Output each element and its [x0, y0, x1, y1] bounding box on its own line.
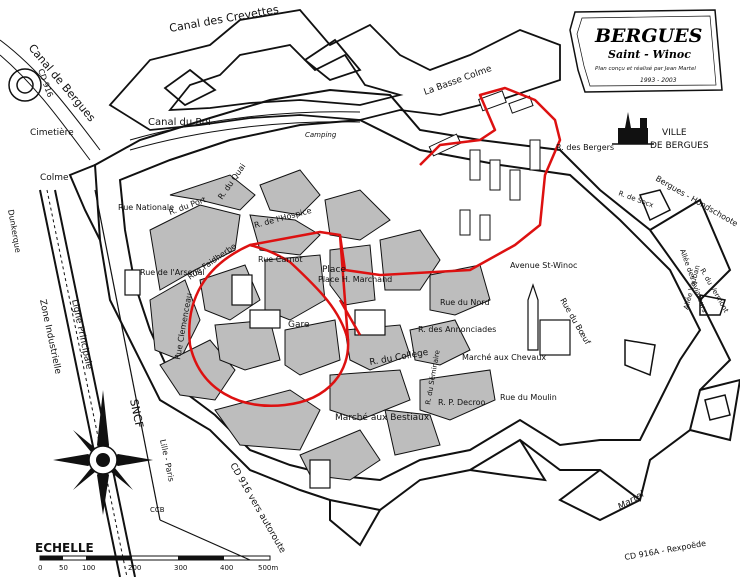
railway [39, 189, 251, 577]
label-place-marchand: Place H. Marchand [318, 275, 392, 284]
logo-line1: VILLE [662, 128, 687, 138]
label-dunkerque: Dunkerque [6, 209, 22, 254]
label-zone-industrielle: Zone Industrielle [37, 299, 63, 376]
label-marche-chevaux: Marché aux Chevaux [462, 352, 546, 362]
scale-label: ECHELLE [35, 541, 94, 555]
scale-tick-5: 400 [220, 564, 233, 572]
label-camping: Camping [305, 131, 337, 139]
logo-line2: DE BERGUES [650, 141, 709, 151]
map-title: BERGUES [594, 25, 702, 47]
scale-tick-2: 100 [82, 564, 95, 572]
label-r-arsenal: Rue de l'Arsenal [140, 268, 205, 277]
scale-tick-6: 500m [258, 564, 278, 572]
label-cd916a: CD 916A - Rexpoëde [624, 539, 707, 562]
label-place: Place [322, 265, 346, 275]
town-blocks [149, 169, 496, 481]
map-credit: Plan conçu et réalisé par Jean Martel [595, 65, 696, 72]
label-canal-du-roi: Canal du Roi [148, 117, 211, 128]
map-subtitle: Saint - Winoc [608, 48, 691, 61]
tour-route [188, 86, 562, 407]
label-r-moulin: Rue du Moulin [500, 393, 557, 402]
roundabout-cd916 [8, 68, 42, 102]
landmarks [124, 269, 571, 489]
label-cd916-bottom: CD 916 vers autoroute [227, 462, 287, 556]
label-gare: Gare [288, 320, 310, 330]
label-colme: Colme [40, 173, 69, 183]
label-r-annonciades: R. des Annonciades [418, 325, 496, 334]
scale-tick-0: 0 [38, 564, 42, 572]
fortifications [68, 88, 740, 547]
northern-hornwork [108, 9, 561, 131]
label-r-p-decroo: R. P. Decroo [438, 398, 486, 407]
town-skyline-logo-icon: VILLE DE BERGUES [612, 112, 709, 151]
scale-tick-1: 50 [59, 564, 68, 572]
eastern-ravelins [624, 189, 731, 421]
label-lille-paris: Lille - Paris [158, 439, 176, 483]
scale-tick-4: 300 [174, 564, 187, 572]
label-canal-crevettes: Canal des Crevettes [168, 3, 280, 35]
label-avenue-stwinoc: Avenue St-Winoc [510, 261, 577, 270]
map-years: 1993 - 2003 [640, 77, 677, 84]
scale-bar: ECHELLE 0 50 100 200 300 400 500m [35, 541, 278, 572]
label-ligne-principale: Ligne Principale [69, 299, 94, 371]
title-cartouche: BERGUES Saint - Winoc Plan conçu et réal… [569, 9, 723, 93]
label-canal-bergues: Canal de Bergues [26, 42, 99, 125]
scale-tick-3: 200 [128, 564, 141, 572]
label-r-nationale: Rue Nationale [118, 203, 174, 212]
label-r-nord: Rue du Nord [440, 298, 490, 307]
label-r-bergers: R. des Bergers [556, 143, 614, 152]
label-r-carnot: Rue Carnot [258, 255, 302, 264]
label-ccb: CCB [150, 506, 165, 514]
label-marche-bestiaux: Marché aux Bestiaux [335, 412, 430, 423]
label-sncf: SNCF [127, 398, 146, 429]
canals [0, 39, 361, 161]
label-cimetiere: Cimetière [30, 127, 74, 138]
compass-rose-icon [53, 390, 153, 515]
